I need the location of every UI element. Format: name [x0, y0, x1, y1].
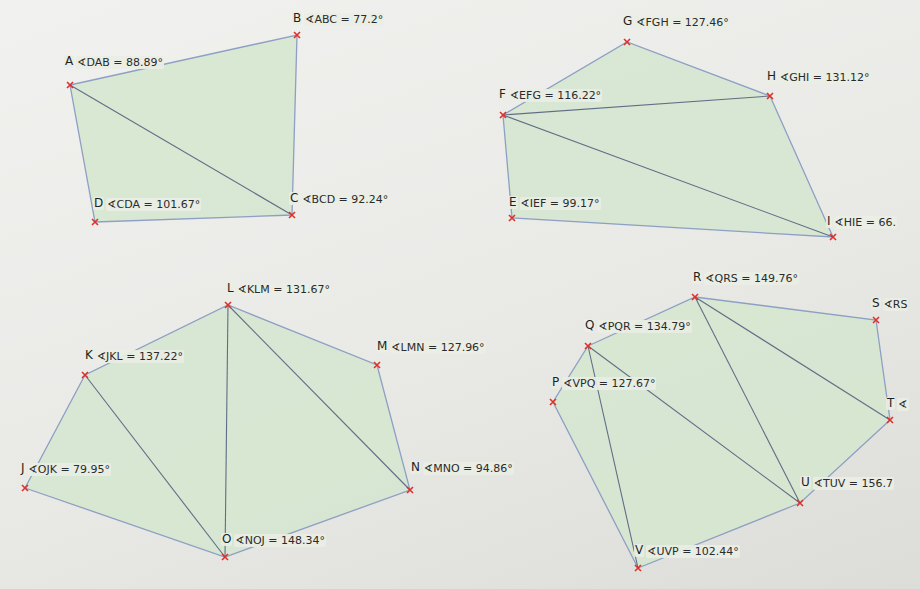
vertex-mark — [294, 32, 300, 38]
vertex-mark — [92, 219, 98, 225]
angle-label: ∢GHI = 131.12° — [779, 71, 870, 84]
vertex-mark — [830, 234, 836, 240]
vertex-label: U — [800, 476, 811, 489]
angle-label: ∢HIE = 66. — [834, 216, 897, 229]
angle-label: ∢JKL = 137.22° — [96, 350, 184, 363]
vertex-mark — [374, 362, 380, 368]
angle-label: ∢VPQ = 127.67° — [562, 377, 656, 390]
vertex-label: F — [498, 88, 507, 101]
vertex-label: H — [766, 70, 777, 83]
vertex-label: O — [221, 533, 232, 546]
vertex-mark — [67, 82, 73, 88]
angle-label: ∢UVP = 102.44° — [646, 545, 740, 558]
vertex-mark — [585, 343, 591, 349]
vertex-label: R — [692, 271, 702, 284]
vertex-label: L — [226, 282, 235, 295]
angle-label: ∢MNO = 94.86° — [423, 462, 514, 475]
vertex-marks — [22, 32, 893, 571]
vertex-label: B — [292, 12, 302, 25]
vertex-mark — [550, 399, 556, 405]
vertex-mark — [887, 417, 893, 423]
vertex-label: M — [376, 340, 388, 353]
quadrilateral — [70, 35, 297, 222]
vertex-label: C — [289, 192, 299, 205]
angle-label: ∢LMN = 127.96° — [390, 341, 485, 354]
angle-label: ∢CDA = 101.67° — [106, 198, 201, 211]
vertex-label: E — [508, 196, 518, 209]
angle-label: ∢EFG = 116.22° — [509, 89, 602, 102]
hexagon — [25, 305, 410, 557]
vertex-mark — [289, 212, 295, 218]
vertex-mark — [767, 93, 773, 99]
angle-label: ∢OJK = 79.95° — [28, 463, 112, 476]
vertex-mark — [407, 487, 413, 493]
angle-label: ∢RS — [883, 298, 909, 311]
vertex-label: T — [886, 397, 895, 410]
vertex-mark — [500, 112, 506, 118]
angle-label: ∢IEF = 99.17° — [520, 197, 601, 210]
vertex-label: N — [410, 461, 421, 474]
vertex-mark — [222, 554, 228, 560]
vertex-label: A — [64, 55, 74, 68]
vertex-label: P — [551, 376, 560, 389]
angle-label: ∢QRS = 149.76° — [704, 272, 799, 285]
vertex-label: S — [871, 297, 881, 310]
vertex-mark — [635, 565, 641, 571]
vertex-mark — [624, 39, 630, 45]
diagonals — [70, 85, 890, 568]
angle-label: ∢TUV = 156.7 — [813, 477, 894, 490]
vertex-mark — [797, 500, 803, 506]
angle-label: ∢FGH = 127.46° — [635, 16, 730, 29]
vertex-mark — [509, 215, 515, 221]
heptagon — [553, 297, 890, 568]
vertex-label: Q — [584, 319, 595, 332]
angle-label: ∢NOJ = 148.34° — [234, 534, 326, 547]
angle-label: ∢BCD = 92.24° — [301, 193, 389, 206]
vertex-mark — [692, 294, 698, 300]
vertex-label: G — [622, 15, 633, 28]
angle-label: ∢PQR = 134.79° — [597, 320, 691, 333]
angle-label: ∢DAB = 88.89° — [76, 56, 164, 69]
vertex-mark — [82, 372, 88, 378]
vertex-mark — [873, 317, 879, 323]
angle-label: ∢ — [897, 398, 908, 411]
vertex-mark — [22, 485, 28, 491]
angle-label: ∢ABC = 77.2° — [304, 13, 384, 26]
angle-label: ∢KLM = 131.67° — [237, 283, 331, 296]
vertex-label: I — [826, 215, 832, 228]
vertex-label: K — [84, 349, 94, 362]
vertex-label: V — [634, 544, 644, 557]
vertex-mark — [225, 302, 231, 308]
vertex-label: J — [20, 462, 26, 475]
vertex-label: D — [93, 197, 104, 210]
